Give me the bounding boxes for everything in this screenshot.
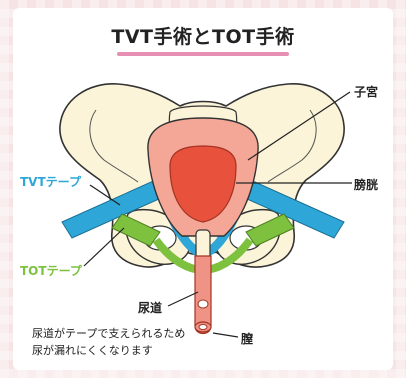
vagina-leader-line — [213, 333, 238, 337]
urethra-opening — [198, 300, 208, 308]
note-line-1: 尿道がテープで支えられるため — [32, 325, 185, 342]
label-uterus: 子宮 — [354, 83, 378, 100]
explanation-note: 尿道がテープで支えられるため 尿が漏れにくくなります — [32, 325, 185, 359]
vagina-opening-inner — [199, 325, 207, 330]
note-line-2: 尿が漏れにくくなります — [32, 342, 185, 359]
label-bladder: 膀胱 — [354, 176, 378, 193]
label-vagina: 膣 — [241, 330, 253, 347]
label-tvt-tape: TVTテープ — [20, 173, 81, 190]
label-urethra: 尿道 — [138, 299, 162, 316]
urethra-leader-line — [168, 292, 198, 306]
label-tot-tape: TOTテープ — [20, 262, 82, 279]
